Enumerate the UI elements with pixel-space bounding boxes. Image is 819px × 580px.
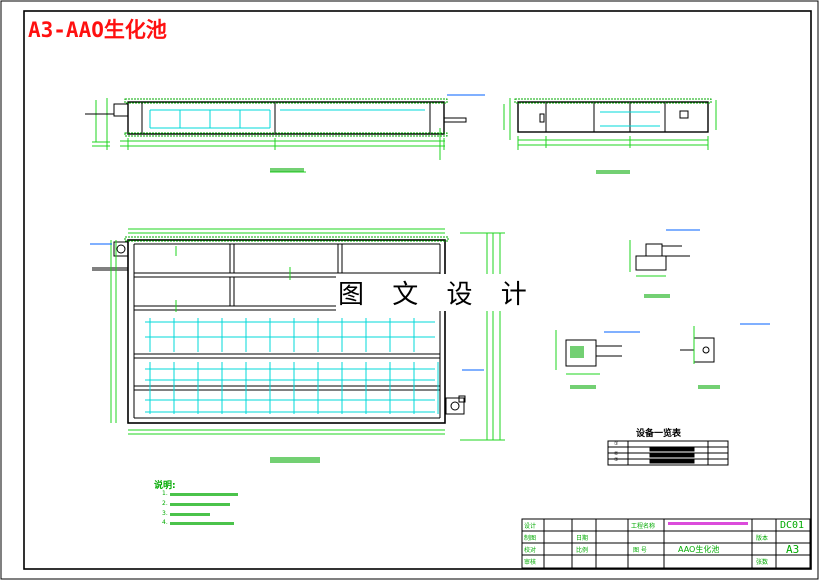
equipment-row-1: ①	[614, 441, 619, 447]
title-block-label-version: 版本	[756, 535, 769, 542]
equipment-table-grid	[607, 440, 729, 466]
title-block-label-drawing-no: 图 号	[633, 547, 647, 554]
title-block-drawing-name: AAO生化池	[678, 545, 720, 554]
notes-text-bars	[170, 493, 238, 525]
inner-frame	[23, 10, 812, 570]
title-block-cell-draw: 制图	[524, 535, 537, 542]
detail-d-d	[555, 330, 640, 389]
section-b-b	[503, 98, 717, 174]
title-block-cell-review: 审核	[524, 559, 537, 566]
title-block-label-project: 工程名称	[631, 523, 656, 530]
title-block-code: DC01	[780, 520, 805, 531]
notes-heading: 说明:	[154, 481, 176, 491]
title-block-label-sheets: 张数	[756, 559, 769, 566]
title-block-grid	[521, 518, 811, 569]
title-block-cell-check: 校对	[524, 547, 537, 554]
detail-c-c	[629, 229, 700, 298]
title-block-cell-scale: 比例	[576, 547, 589, 554]
equipment-table-title: 设备一览表	[636, 429, 682, 439]
notes-item-3: 3.	[162, 510, 168, 517]
title-block-cell-design: 设计	[524, 523, 537, 530]
watermark-text: 图 文 设 计	[336, 274, 539, 311]
notes-item-2: 2.	[162, 500, 168, 507]
section-a-a	[85, 94, 485, 173]
title-block-size: A3	[786, 543, 800, 556]
equipment-row-2: ②	[614, 451, 619, 457]
drawing-title: A3-AAO生化池	[28, 18, 167, 42]
title-block-cell-date: 日期	[576, 535, 589, 542]
equipment-row-3: ③	[614, 457, 619, 463]
detail-e-e	[680, 323, 770, 389]
notes-item-4: 4.	[162, 519, 168, 526]
plan-view	[90, 228, 505, 463]
notes-item-1: 1.	[162, 490, 168, 497]
